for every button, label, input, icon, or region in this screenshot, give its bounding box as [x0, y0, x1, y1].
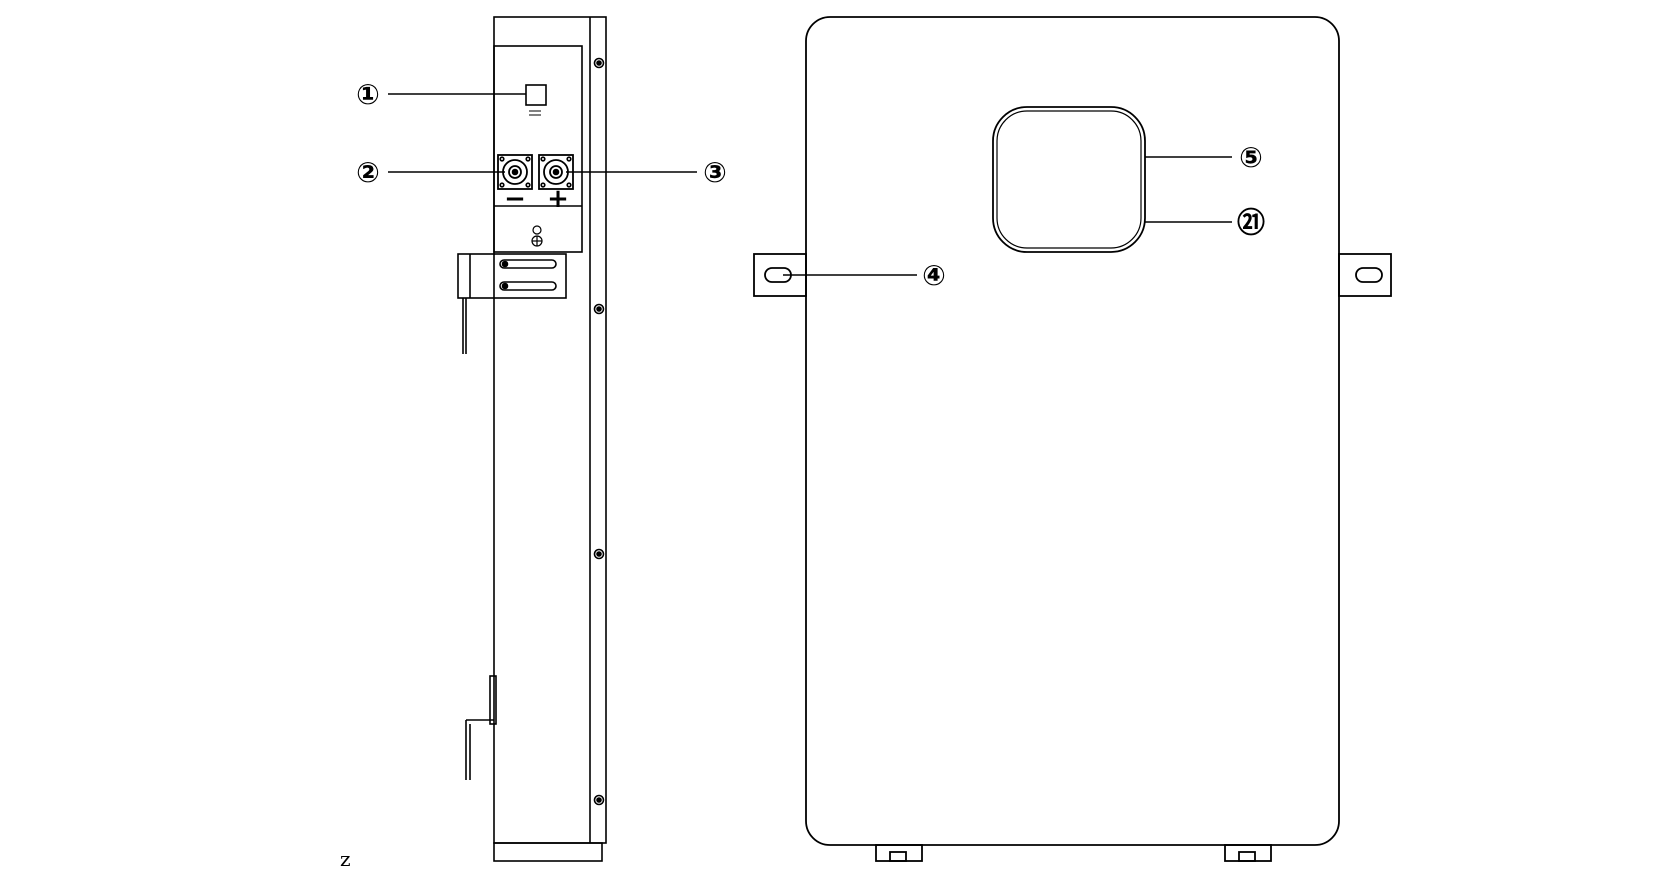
side-view — [457, 16, 607, 862]
stray-mark: z — [340, 847, 351, 871]
callout-2: ② — [356, 156, 380, 189]
callout-1: ① — [356, 78, 380, 111]
side-view-foot — [493, 842, 603, 862]
display-window-inner — [996, 110, 1142, 249]
front-right-foot — [1224, 844, 1272, 862]
right-mounting-ear — [1338, 253, 1392, 297]
front-left-foot — [875, 844, 923, 862]
side-lower-bracket — [465, 675, 497, 780]
front-view-body — [805, 16, 1340, 846]
rail-screws — [593, 57, 605, 806]
callout-4: ④ — [922, 259, 946, 292]
callout-5: ⑤ — [1239, 141, 1263, 174]
callout-labels: ① ② ③ ④ ⑤ ㉑ — [356, 78, 1265, 292]
indicator-square — [525, 84, 547, 106]
leader-lines — [388, 93, 1232, 276]
side-wall-bracket — [457, 253, 567, 354]
callout-3: ③ — [703, 156, 727, 189]
ground-icon — [531, 225, 543, 247]
display-window-outer — [992, 106, 1146, 253]
callout-21: ㉑ — [1237, 206, 1265, 239]
positive-sign: + — [547, 184, 569, 214]
front-view — [753, 16, 1392, 862]
negative-sign: − — [504, 184, 526, 214]
terminal-panel — [493, 45, 583, 253]
